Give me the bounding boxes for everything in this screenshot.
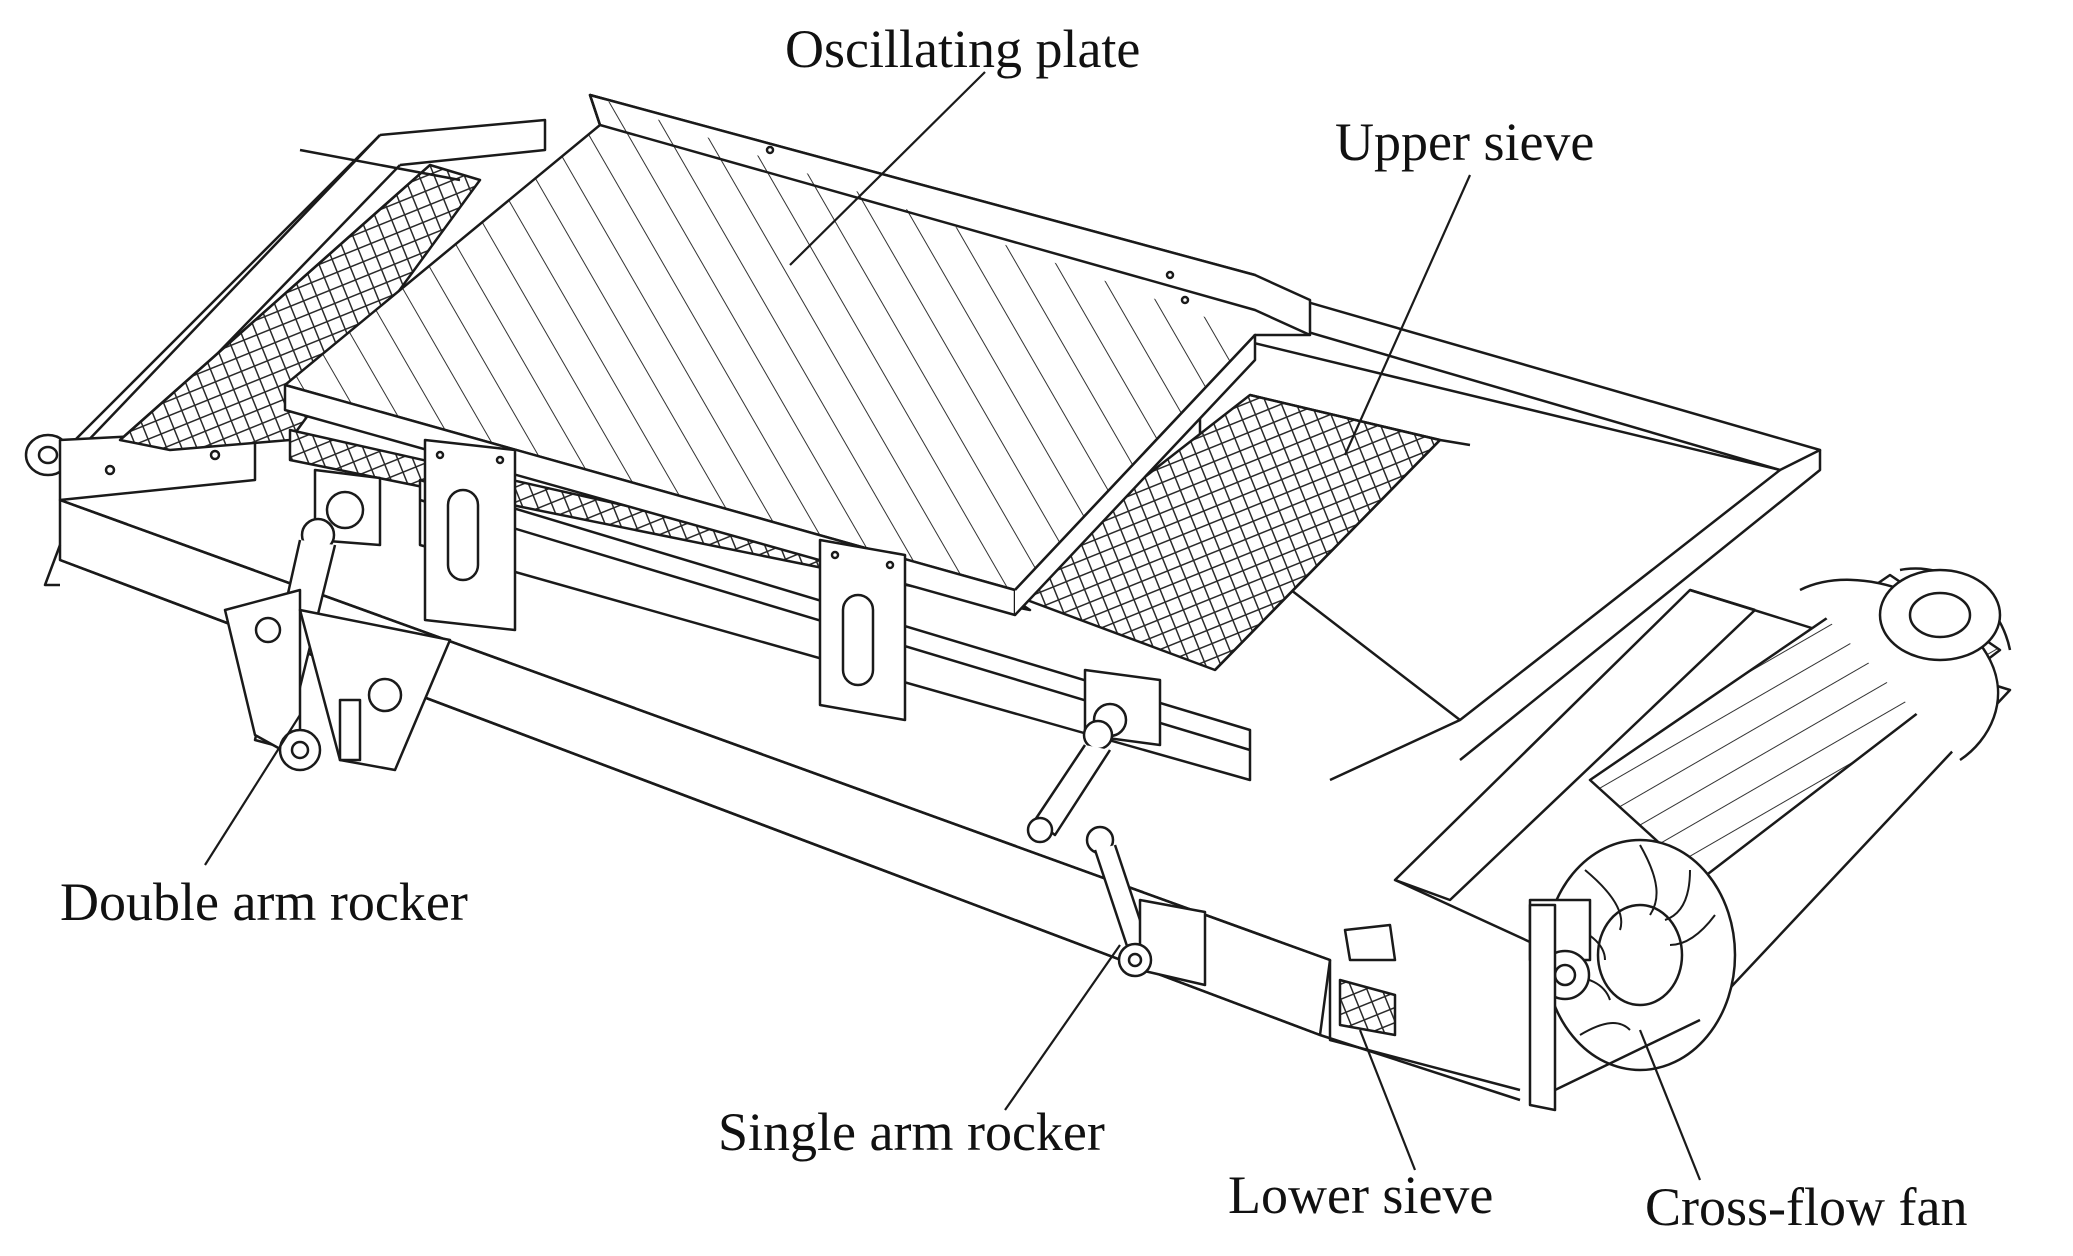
leader-oscillating-plate: [789, 71, 986, 266]
leader-upper-sieve: [1343, 174, 1472, 456]
hanger-bracket-right: [818, 538, 907, 722]
label-oscillating-plate: Oscillating plate: [785, 19, 1141, 79]
label-lower-sieve: Lower sieve: [1228, 1165, 1494, 1225]
label-double-arm-rocker: Double arm rocker: [60, 872, 468, 932]
single-arm-rocker: [1026, 668, 1207, 987]
double-arm-rocker: [223, 468, 452, 772]
lower-sieve: [1338, 923, 1397, 1037]
label-cross-flow-fan: Cross-flow fan: [1645, 1177, 1968, 1237]
hanger-bracket-left: [423, 438, 517, 632]
label-upper-sieve: Upper sieve: [1335, 112, 1595, 172]
label-single-arm-rocker: Single arm rocker: [718, 1102, 1105, 1162]
leader-double-arm-rocker: [204, 714, 301, 866]
leader-cross-flow-fan: [1638, 1029, 1702, 1181]
leader-lines: [204, 71, 1702, 1181]
leader-single-arm-rocker: [1004, 944, 1121, 1111]
leader-lower-sieve: [1358, 1029, 1417, 1171]
cross-flow-fan: [1393, 567, 2012, 1112]
